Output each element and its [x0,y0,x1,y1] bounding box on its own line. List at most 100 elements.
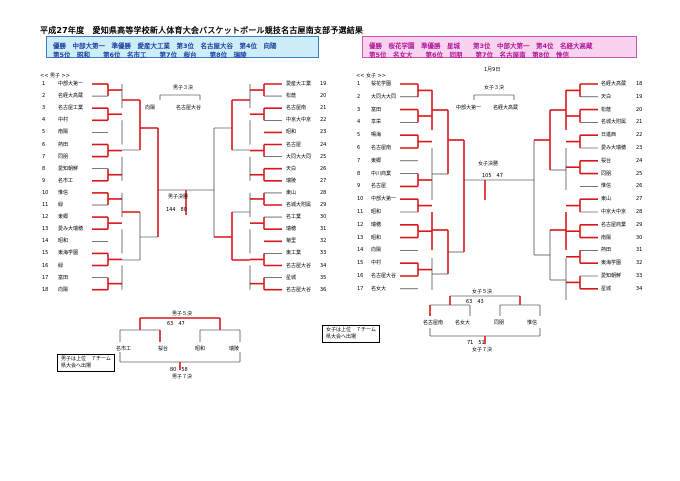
girls-left-seed-number: 1 [357,81,361,87]
boys-7th-label: 男子７決 [172,374,193,380]
girls-right-seed-number: 24 [636,157,643,164]
boys-right-seed-number: 33 [320,250,327,257]
girls-right-seed-number: 26 [636,183,643,190]
boys-left-seed-number: 14 [42,238,49,245]
girls-left-team-name: 名女大 [371,285,387,292]
girls-right-seed-number: 22 [636,132,643,139]
girls-left-team-name: 中部大第一 [371,196,397,203]
girls-final-scores: 105 47 [482,173,503,179]
girls-semi3-label: 女子３決 [484,85,505,91]
girls-left-team-name: 昭和 [371,209,382,215]
boys-right-team-name: 菊里 [286,238,297,245]
girls-left-team-name: 中川商業 [371,170,392,177]
boys-left-team-name: 名経大高蔵 [58,93,84,100]
girls-right-seed-number: 33 [636,273,643,279]
girls-left-seed-number: 11 [357,209,364,215]
girls-left-team-name: 鳴海 [371,132,382,139]
boys-right-team-name: 瑞陵 [286,177,297,184]
boys-right-team-name: 大同大大同 [286,153,312,160]
girls-third-team-a: 中部大第一 [456,105,482,111]
boys-left-seed-number: 13 [42,226,49,233]
girls-5th-scores: 63 43 [466,299,484,305]
girls-left-team-name: 名古屋南 [371,145,392,151]
girls-7th-scores: 71 51 [467,340,485,346]
boys-right-seed-number: 28 [320,189,327,196]
boys-left-seed-number: 18 [42,286,49,293]
girls-results-box: 優勝 桜花学園 準優勝 星城 第3位 中部大第一 第4位 名経大高蔵 第5位 名… [362,36,637,59]
girls-section-label: << 女子 >> [356,73,386,79]
boys-left-team-name: 緑 [58,262,64,269]
boys-right-seed-number: 25 [320,153,327,160]
girls-left-seed-number: 2 [357,93,361,100]
girls-right-team-name: 東山 [601,196,612,203]
boys-right-seed-number: 24 [320,141,327,148]
boys-left-team-name: 熱田 [58,141,69,148]
girls-left-seed-number: 5 [357,132,361,139]
girls-right-seed-number: 34 [636,285,643,292]
girls-left-team-name: 瑞穂 [371,221,382,228]
boys-left-team-name: 惟信 [58,189,69,196]
boys-left-team-name: 東郷 [58,214,69,221]
boys-7th-scores: 80 58 [170,367,188,373]
girls-left-team-name: 東郷 [371,157,382,164]
boys-left-team-name: 向陽 [58,286,69,293]
girls-left-seed-number: 13 [357,234,364,241]
boys-left-team-name: 中部大第一 [58,81,84,87]
girls-left-seed-number: 6 [357,145,361,151]
boys-right-seed-number: 36 [320,286,327,293]
girls-right-team-name: 名古屋商業 [601,221,627,228]
boys-right-team-name: 瑞穂 [286,226,297,233]
boys-right-seed-number: 35 [320,274,327,281]
boys-results-line1: 優勝 中部大第一 準優勝 愛産大工業 第3位 名古屋大谷 第4位 向陽 [53,42,277,50]
girls-5th-team-3: 同朋 [494,320,505,326]
boys-semi3-label: 男子３決 [173,85,194,91]
boys-right-team-name: 東工業 [286,250,302,257]
boys-right-seed-number: 34 [320,262,327,269]
boys-left-team-name: 愛み大瑞穂 [58,226,84,233]
boys-left-seed-number: 6 [42,141,46,148]
boys-left-seed-number: 10 [42,189,49,196]
boys-right-team-name: 名城大附属 [286,202,312,208]
boys-qualify-note: 男子は上位 ７チーム 県大会へ出場 [57,354,115,372]
girls-qualify-note: 女子は上位 ７チーム 県大会へ出場 [322,325,380,343]
boys-results-line2: 第5位 昭和 第6位 名市工 第7位 桜台 第8位 瑞陵 [53,51,247,59]
boys-qualify-note-text: 男子は上位 ７チーム 県大会へ出場 [61,356,111,369]
boys-right-team-name: 天白 [286,165,297,172]
girls-right-seed-number: 18 [636,81,643,87]
girls-qualify-note-text: 女子は上位 ７チーム 県大会へ出場 [326,327,376,340]
girls-left-seed-number: 7 [357,157,361,164]
boys-5th-team-3: 昭和 [195,346,206,352]
boys-results-box: 優勝 中部大第一 準優勝 愛産大工業 第3位 名古屋大谷 第4位 向陽 第5位 … [46,36,319,59]
girls-right-seed-number: 30 [636,234,643,241]
girls-right-team-name: 愛み大瑞穂 [601,145,627,151]
boys-right-seed-number: 22 [320,117,327,124]
girls-right-team-name: 熱田 [601,247,612,254]
boys-5th-label: 男子５決 [172,311,193,317]
boys-right-team-name: 名古屋南 [286,105,307,112]
girls-right-team-name: 日進西 [601,132,617,139]
boys-left-seed-number: 11 [42,202,49,208]
boys-right-team-name: 愛産大工業 [286,81,312,87]
boys-right-team-name: 名工業 [286,214,302,221]
girls-left-team-name: 富田 [371,106,382,113]
girls-5th-team-2: 名女大 [455,320,471,326]
boys-left-seed-number: 12 [42,214,49,221]
girls-right-seed-number: 31 [636,247,643,254]
girls-5th-label: 女子５決 [472,289,493,295]
boys-right-team-name: 松蔭 [286,93,297,100]
boys-left-seed-number: 2 [42,93,46,100]
boys-right-seed-number: 26 [320,165,327,172]
boys-left-team-name: 中村 [58,117,69,124]
boys-third-team-a: 向陽 [145,105,156,111]
boys-left-team-name: 名古屋工業 [58,105,84,112]
girls-left-seed-number: 14 [357,247,364,254]
girls-left-seed-number: 17 [357,285,364,292]
boys-right-seed-number: 31 [320,226,327,233]
boys-right-seed-number: 27 [320,177,327,184]
girls-right-team-name: 桜台 [601,157,612,164]
girls-right-seed-number: 27 [636,196,643,203]
boys-left-team-name: 南陽 [58,129,69,136]
boys-third-team-b: 名古屋大谷 [176,105,202,111]
boys-left-seed-number: 4 [42,117,46,124]
